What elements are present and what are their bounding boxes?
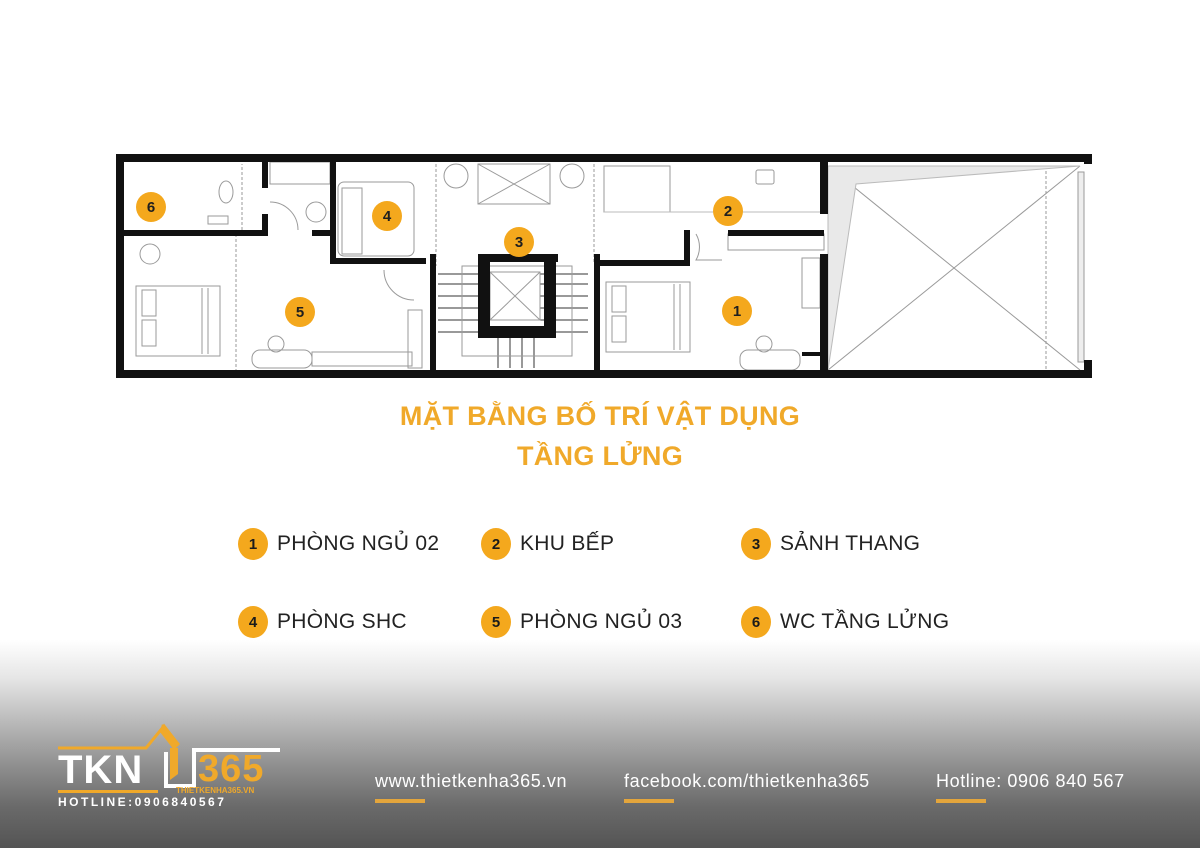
website-underline	[375, 799, 425, 803]
legend-label: PHÒNG NGỦ 03	[520, 610, 683, 633]
legend-number-badge: 6	[741, 606, 771, 638]
legend-number-badge: 3	[741, 528, 771, 560]
room-marker-5: 5	[285, 297, 315, 327]
legend-item-5: 5 PHÒNG NGỦ 03	[481, 605, 682, 639]
legend-number-badge: 1	[238, 528, 268, 560]
room-marker-4: 4	[372, 201, 402, 231]
legend-label: PHÒNG SHC	[277, 610, 407, 633]
logo-site: THIETKENHA365.VN	[176, 786, 255, 795]
room-marker-6: 6	[136, 192, 166, 222]
hotline-text[interactable]: Hotline: 0906 840 567	[936, 771, 1125, 791]
facebook-underline	[624, 799, 674, 803]
footer-gradient-background	[0, 640, 1200, 848]
logo-brand-right: 365	[198, 748, 265, 790]
logo-brand-left: TKN	[58, 748, 144, 792]
legend-label: WC TẦNG LỬNG	[780, 610, 950, 633]
plan-title-line-2: TẦNG LỬNG	[516, 441, 684, 471]
room-marker-1: 1	[722, 296, 752, 326]
legend-item-4: 4 PHÒNG SHC	[238, 605, 407, 639]
floor-plan: 6 4 3 2 5 1	[116, 154, 1092, 384]
room-marker-3: 3	[504, 227, 534, 257]
legend-number-badge: 2	[481, 528, 511, 560]
website-link[interactable]: www.thietkenha365.vn	[375, 771, 568, 791]
brand-logo: TKN 365 THIETKENHA365.VN HOTLINE:0906840…	[54, 718, 284, 810]
floor-plan-drawing	[116, 154, 1092, 378]
plan-title-line-1: MẶT BẰNG BỐ TRÍ VẬT DỤNG	[399, 401, 801, 431]
house-roof-icon	[58, 723, 280, 793]
legend-label: KHU BẾP	[520, 532, 615, 555]
legend-item-1: 1 PHÒNG NGỦ 02	[238, 527, 439, 561]
legend-item-3: 3 SẢNH THANG	[741, 527, 920, 561]
legend-number-badge: 4	[238, 606, 268, 638]
room-marker-2: 2	[713, 196, 743, 226]
legend-label: PHÒNG NGỦ 02	[277, 532, 440, 555]
hotline-underline	[936, 799, 986, 803]
legend-item-2: 2 KHU BẾP	[481, 527, 614, 561]
facebook-link[interactable]: facebook.com/thietkenha365	[624, 771, 870, 791]
legend-number-badge: 5	[481, 606, 511, 638]
logo-hotline: HOTLINE:0906840567	[58, 795, 227, 809]
legend-item-6: 6 WC TẦNG LỬNG	[741, 605, 949, 639]
legend-label: SẢNH THANG	[780, 532, 921, 555]
